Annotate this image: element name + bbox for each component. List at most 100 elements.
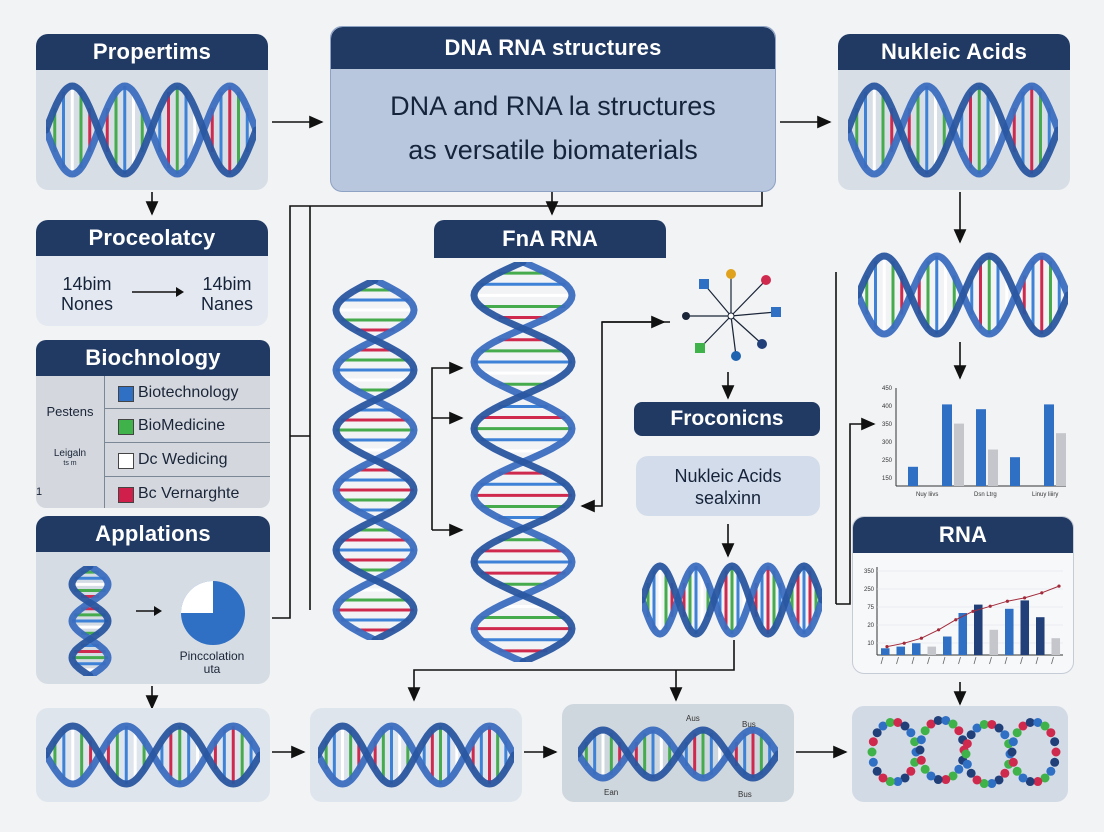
bead bbox=[920, 726, 930, 736]
bead bbox=[885, 777, 895, 787]
arrow-helix-1 bbox=[431, 361, 464, 530]
nucleic-acids-title: Nukleic Acids bbox=[838, 34, 1070, 70]
legend-side-label-2b: ts m bbox=[63, 460, 77, 467]
bead bbox=[1050, 737, 1060, 747]
bar bbox=[881, 648, 890, 655]
proceolatcy-panel: Proceolatcy 14bim Nones 14bim Nanes bbox=[36, 220, 268, 326]
nucleic-seal-line-2: sealxinn bbox=[694, 488, 762, 508]
x-tick bbox=[942, 656, 946, 665]
bead bbox=[926, 771, 936, 781]
x-tick bbox=[1020, 656, 1023, 665]
bottom-panel-2 bbox=[310, 708, 522, 802]
arrow-to-upper-chart bbox=[836, 417, 876, 605]
x-tick-label: Nuy liivs bbox=[916, 492, 938, 498]
proceolatcy-title: Proceolatcy bbox=[36, 220, 268, 256]
right-bottom-label: Nanes bbox=[200, 294, 254, 314]
y-tick-label: 150 bbox=[882, 476, 893, 482]
bead bbox=[1012, 728, 1022, 738]
froconicns-title: Froconicns bbox=[634, 402, 820, 436]
bead bbox=[954, 726, 964, 736]
proceolatcy-right-text: 14bim Nanes bbox=[186, 274, 268, 314]
dna-helix-icon bbox=[578, 726, 778, 782]
dna-helix-large-right bbox=[470, 262, 576, 662]
bead bbox=[1040, 773, 1050, 783]
x-tick bbox=[1004, 656, 1008, 665]
dna-helix-icon bbox=[46, 82, 256, 178]
x-tick bbox=[1035, 656, 1039, 665]
trend-point bbox=[885, 645, 889, 649]
pie-chart-icon bbox=[181, 581, 245, 645]
bar bbox=[1051, 638, 1061, 655]
bead bbox=[994, 723, 1004, 733]
dna-helix-icon bbox=[858, 252, 1068, 338]
bead bbox=[915, 745, 925, 755]
bead bbox=[878, 721, 888, 731]
bead bbox=[906, 766, 916, 776]
bar bbox=[927, 646, 937, 655]
bead bbox=[1012, 766, 1022, 776]
legend-side-label-3: 1 bbox=[36, 486, 43, 498]
biotechnology-title: Biochnology bbox=[36, 340, 270, 376]
bead bbox=[1000, 768, 1010, 778]
helix-strand bbox=[642, 562, 822, 638]
legend-label: Bc Vernarghte bbox=[138, 485, 240, 502]
bar bbox=[954, 423, 964, 486]
x-tick bbox=[973, 656, 977, 665]
tag-3: Bus bbox=[738, 790, 752, 799]
center-header: DNA RNA structures bbox=[331, 27, 775, 69]
bar bbox=[989, 629, 999, 655]
helix-strand bbox=[578, 726, 778, 782]
y-tick-label: 75 bbox=[867, 605, 874, 611]
caption-line-1: Pinccolation bbox=[179, 649, 245, 663]
applications-caption: Pinccolation uta bbox=[160, 650, 264, 676]
bead bbox=[872, 766, 882, 776]
dna-helix-large-left bbox=[332, 280, 418, 640]
legend-label: Biotechnology bbox=[138, 384, 239, 401]
bar bbox=[1020, 600, 1030, 655]
helix-strand bbox=[68, 566, 112, 676]
bead bbox=[962, 739, 972, 749]
bead bbox=[885, 717, 895, 727]
bead bbox=[1040, 721, 1050, 731]
bar bbox=[1056, 433, 1066, 486]
bead bbox=[1008, 737, 1018, 747]
tag-1: Aus bbox=[686, 714, 700, 723]
x-tick-label: Linuy liiiry bbox=[1032, 492, 1058, 498]
bead bbox=[961, 749, 971, 759]
helix-strand bbox=[68, 566, 112, 676]
caption-line-2: uta bbox=[203, 662, 221, 676]
bead bbox=[941, 715, 951, 725]
center-title-panel: DNA RNA structures DNA and RNA la struct… bbox=[330, 26, 776, 192]
helix-strand bbox=[848, 82, 1058, 178]
x-tick bbox=[911, 656, 915, 665]
bead bbox=[906, 728, 916, 738]
bead bbox=[1025, 777, 1035, 787]
applications-title: Applations bbox=[36, 516, 270, 552]
right-arrow-icon bbox=[132, 287, 184, 297]
rna-title: RNA bbox=[853, 517, 1073, 553]
bead bbox=[1018, 773, 1028, 783]
bead bbox=[1046, 728, 1056, 738]
helix-strand bbox=[46, 722, 260, 788]
bead bbox=[916, 735, 926, 745]
molecule-network-icon bbox=[682, 269, 781, 361]
bar bbox=[896, 646, 906, 655]
bead bbox=[878, 773, 888, 783]
x-tick bbox=[989, 656, 992, 665]
x-tick-label: Dsn Ltrg bbox=[974, 492, 997, 498]
bar bbox=[943, 636, 952, 655]
trend-line bbox=[886, 585, 1060, 648]
bead bbox=[867, 747, 877, 757]
bar bbox=[1010, 457, 1020, 486]
center-line-1: DNA and RNA la structures bbox=[390, 91, 716, 121]
left-top-label: 14bim bbox=[62, 274, 112, 294]
bead bbox=[994, 775, 1004, 785]
bead bbox=[1007, 747, 1017, 757]
x-tick bbox=[958, 656, 961, 665]
y-tick-label: 250 bbox=[864, 587, 875, 593]
bead bbox=[972, 723, 982, 733]
bottom-panel-4 bbox=[852, 706, 1068, 802]
